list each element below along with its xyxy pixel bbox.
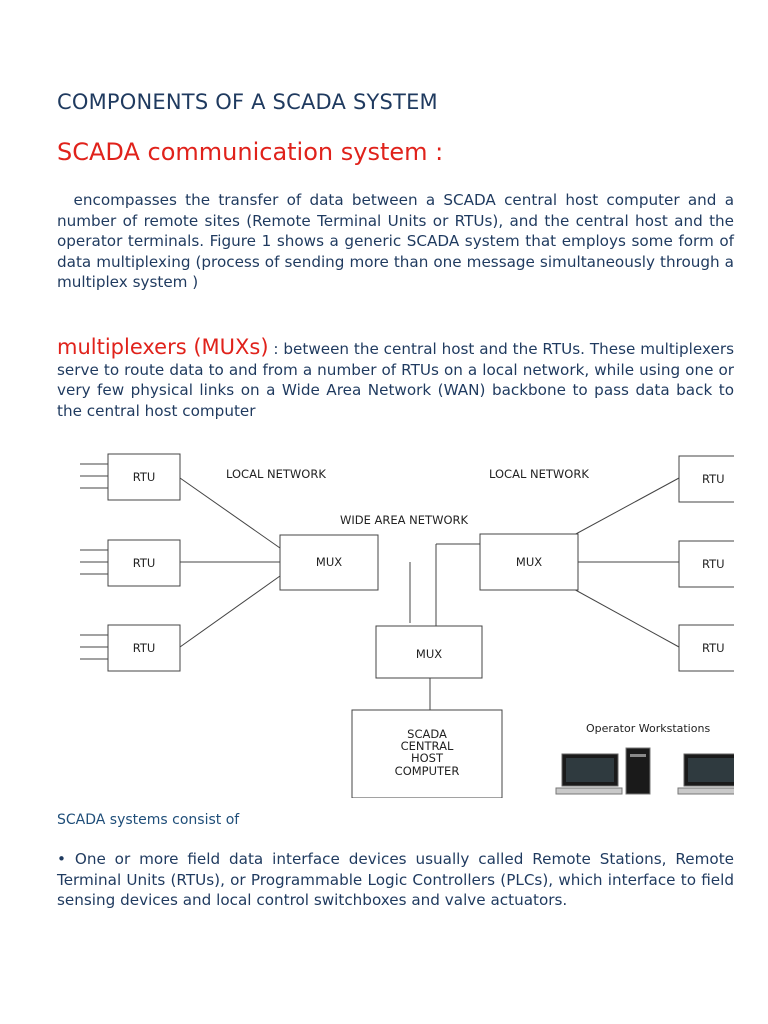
scada-network-diagram: RTU RTU RTU MUX MUX MUX RTU RTU RTU LOCA…	[70, 448, 734, 798]
operator-workstations-label: Operator Workstations	[586, 722, 710, 735]
rtu-box-left-3	[107, 624, 181, 672]
paragraph-intro-text: encompasses the transfer of data between…	[57, 191, 735, 292]
consist-label: SCADA systems consist of	[57, 812, 240, 828]
paragraph-multiplexers: multiplexers (MUXs) : between the centra…	[57, 337, 734, 421]
wide-area-network-label: WIDE AREA NETWORK	[340, 513, 468, 527]
central-host-line1: SCADA	[407, 727, 447, 741]
workstation-icon-1	[555, 747, 651, 795]
rtu-label-left-1: RTU	[133, 470, 156, 484]
workstation-icon-2	[677, 753, 734, 795]
mux-box-right	[479, 533, 579, 591]
mux-box-left	[279, 534, 379, 591]
local-network-right-label: LOCAL NETWORK	[489, 467, 589, 481]
rtu-box-left-1	[107, 453, 181, 501]
rtu-label-right-1: RTU	[702, 472, 725, 486]
mux-label-right: MUX	[516, 555, 542, 569]
section-subheading: SCADA communication system :	[57, 138, 444, 166]
paragraph-intro: encompasses the transfer of data between…	[57, 190, 734, 293]
central-host-box	[351, 709, 503, 798]
bullet-field-devices: • One or more field data interface devic…	[57, 850, 734, 910]
multiplexers-term: multiplexers (MUXs)	[57, 335, 269, 359]
central-host-line2: CENTRAL	[401, 739, 454, 753]
rtu-label-left-3: RTU	[133, 641, 156, 655]
central-host-line4: COMPUTER	[395, 764, 460, 778]
paragraph-multiplexers-text: : between the central host and the RTUs.…	[57, 340, 734, 420]
mux-label-left: MUX	[316, 555, 342, 569]
central-host-line3: HOST	[411, 751, 444, 765]
rtu-box-right-3	[678, 624, 734, 672]
local-network-left-label: LOCAL NETWORK	[226, 467, 326, 481]
rtu-box-right-2	[678, 540, 734, 588]
mux-label-center: MUX	[416, 647, 442, 661]
rtu-label-right-2: RTU	[702, 557, 725, 571]
rtu-box-right-1	[678, 455, 734, 503]
mux-box-center	[375, 625, 483, 679]
rtu-label-left-2: RTU	[133, 556, 156, 570]
rtu-box-left-2	[107, 539, 181, 587]
rtu-label-right-3: RTU	[702, 641, 725, 655]
page-heading: COMPONENTS OF A SCADA SYSTEM	[57, 90, 438, 114]
